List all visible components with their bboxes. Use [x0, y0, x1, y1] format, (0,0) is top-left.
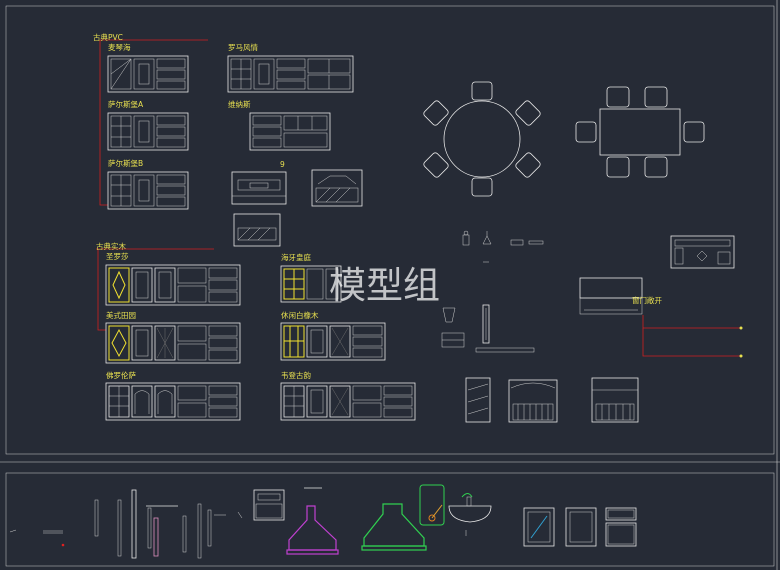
cabinet-details	[441, 304, 639, 423]
cabinet-elevation-florence	[105, 382, 241, 421]
pvc-title: 古典PVC	[93, 32, 123, 42]
cabinet-elevation-roman	[227, 55, 354, 93]
style-label-florence: 佛罗伦萨	[106, 370, 136, 380]
solid-wood-title: 古典实木	[96, 241, 126, 251]
style-label-salzburg-a: 萨尔斯堡A	[108, 99, 144, 109]
small-fixtures	[462, 230, 544, 263]
style-label-venus: 维纳斯	[228, 99, 251, 109]
round-dining-table	[423, 81, 541, 197]
cabinet-elevation-salzburg-a	[107, 112, 189, 151]
cabinet-note: 窗门敞开	[632, 295, 662, 305]
solid-wood-group: 古典实木 圣罗莎 海牙皇庭 美式田园 休闲白橡木 佛罗伦萨 韦登古韵	[96, 241, 416, 421]
wall-cabinet-elevation: 窗门敞开	[579, 277, 743, 358]
kitchen-plan	[670, 235, 735, 269]
style-label-hague: 海牙皇庭	[281, 252, 311, 262]
cabinet-elevation-aegean	[107, 55, 189, 93]
style-label-salzburg-b: 萨尔斯堡B	[108, 158, 143, 168]
style-label-white-oak: 休闲白橡木	[281, 310, 319, 320]
style-label-american-country: 美式田园	[106, 310, 136, 320]
bottom-sheet-frame	[5, 472, 775, 567]
cabinet-elevation-american-country	[105, 322, 241, 364]
style-label-aegean: 麦琴海	[108, 42, 131, 52]
style-label-weiden: 韦登古韵	[281, 370, 311, 380]
rect-dining-table	[575, 86, 705, 178]
cabinet-elevation-venus	[249, 112, 331, 151]
cabinet-elevation-salzburg-b	[107, 171, 189, 210]
cabinet-elevation-hague	[280, 265, 342, 303]
cabinet-elevation-santa-rosa	[105, 264, 241, 306]
cabinet-elevation-weiden	[280, 382, 416, 421]
style-label-roman: 罗马风情	[228, 42, 258, 52]
cabinet-elevation-white-oak	[280, 322, 386, 361]
watermark: 模型组	[329, 264, 440, 307]
style-label-santa-rosa: 圣罗莎	[106, 251, 129, 261]
bottom-components-strip	[9, 484, 637, 559]
pvc-group: 古典PVC 麦琴海 罗马风情 萨尔斯堡A 维纳斯 萨尔斯堡B	[93, 32, 354, 210]
top-sheet-frame	[5, 5, 775, 455]
range-hood-elevations: 9	[231, 160, 363, 247]
note-9: 9	[280, 160, 285, 169]
